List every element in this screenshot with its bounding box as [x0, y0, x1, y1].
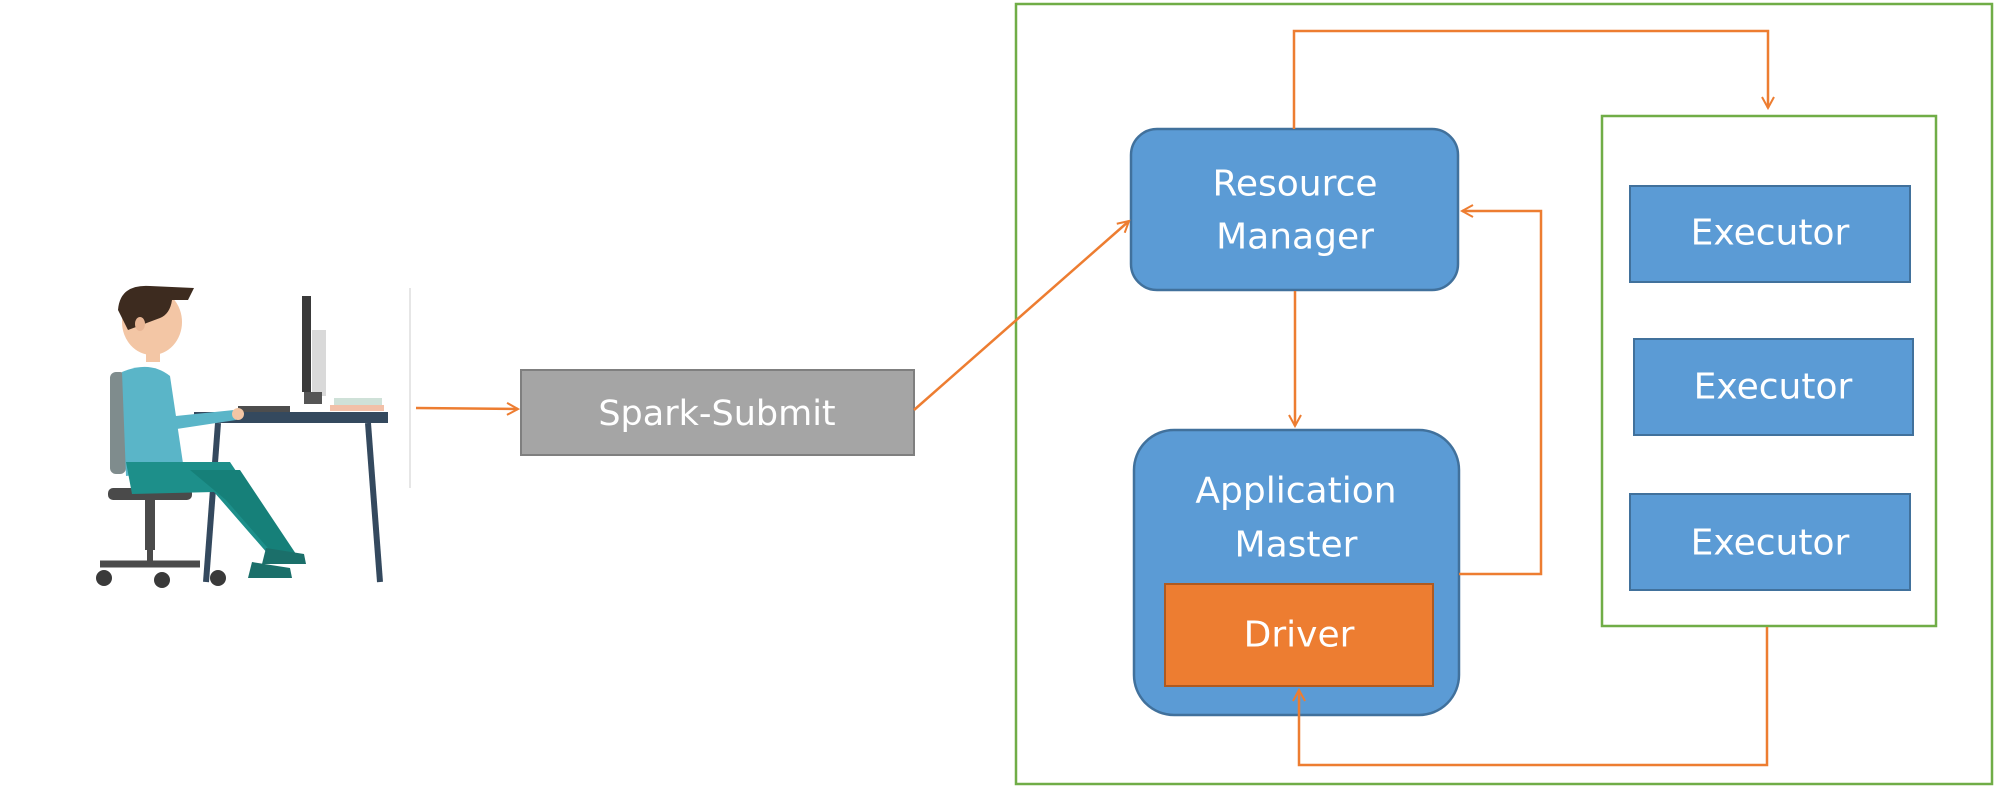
resource-manager-label-line2: Manager [1216, 217, 1374, 258]
executor-label: Executor [1694, 367, 1853, 408]
cluster-container [1014, 2, 1994, 786]
arrow-executors-to-driver [1299, 627, 1769, 767]
arrow-spark-submit-to-resource-manager [913, 221, 1129, 411]
resource-manager-label-line1: Resource [1212, 164, 1377, 205]
executor-label: Executor [1691, 523, 1850, 564]
executor-node: Executor [1629, 185, 1911, 283]
application-master-label-line2: Master [1235, 525, 1358, 566]
user-at-computer-icon [96, 285, 411, 588]
spark-submit-node: Spark-Submit [520, 369, 915, 456]
executor-label: Executor [1691, 213, 1850, 254]
driver-node: Driver [1164, 583, 1434, 687]
arrow-user-to-spark-submit [415, 408, 518, 409]
application-master-label-line1: Application [1195, 471, 1396, 512]
driver-label: Driver [1244, 615, 1355, 656]
arrow-application-master-to-resource-manager [1459, 211, 1543, 576]
executors-container [1600, 114, 1938, 628]
arrow-resource-manager-to-executors [1292, 29, 1768, 129]
executor-node: Executor [1629, 493, 1911, 591]
resource-manager-node: Resource Manager [1129, 127, 1460, 292]
spark-submit-label: Spark-Submit [598, 394, 835, 434]
executor-node: Executor [1633, 338, 1914, 436]
